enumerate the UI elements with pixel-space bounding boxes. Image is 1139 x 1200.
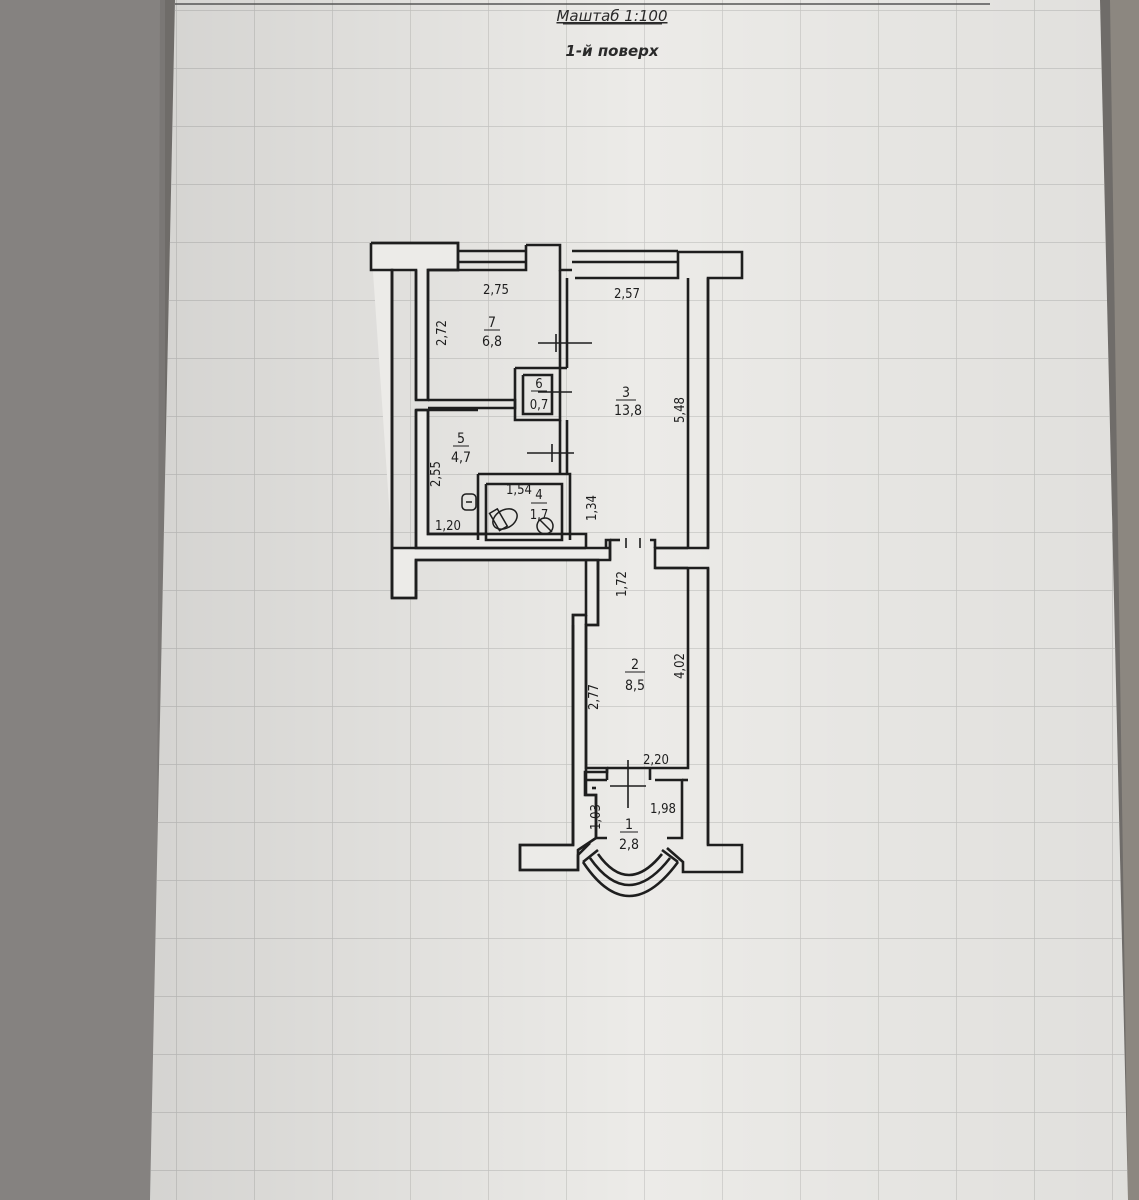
room-3-area: 13,8	[614, 403, 642, 419]
room-1-area: 2,8	[619, 837, 639, 853]
dim-2-57: 2,57	[614, 287, 640, 302]
dim-2-77: 2,77	[587, 684, 602, 710]
table-edge	[1110, 0, 1139, 1200]
shower-icon	[536, 517, 554, 535]
room-1-number: 1	[625, 817, 633, 833]
left-page-sheet	[0, 0, 160, 1200]
room-4-number: 4	[535, 488, 542, 503]
dim-4-02: 4,02	[673, 653, 688, 679]
dim-2-20: 2,20	[643, 753, 669, 768]
room-4-area: 1,7	[530, 508, 549, 523]
room-5-number: 5	[457, 431, 465, 447]
room-6-number: 6	[535, 377, 542, 392]
wall-thick	[390, 270, 710, 845]
room-2-area: 8,5	[625, 678, 645, 694]
paper-shading	[150, 0, 1128, 1200]
room-3-number: 3	[622, 385, 630, 401]
toilet-icon	[488, 507, 518, 532]
dim-5-48: 5,48	[673, 397, 688, 423]
room-6-area: 0,7	[530, 398, 549, 413]
sink-icon	[461, 493, 477, 511]
dim-1-54: 1,54	[506, 483, 532, 498]
room-5-area: 4,7	[451, 450, 471, 466]
door-marks	[527, 334, 646, 808]
floor-label: 1-й поверх	[565, 42, 659, 60]
dim-1-98: 1,98	[650, 802, 676, 817]
dim-1-03: 1,03	[589, 804, 604, 830]
dim-2-55: 2,55	[429, 461, 444, 487]
dim-2-72: 2,72	[435, 320, 450, 346]
room-2-number: 2	[631, 657, 639, 673]
dim-1-72: 1,72	[615, 571, 630, 597]
dim-2-75: 2,75	[483, 283, 509, 298]
dim-1-34: 1,34	[585, 495, 600, 521]
dim-1-20: 1,20	[435, 519, 461, 534]
room-7-number: 7	[488, 315, 496, 331]
room-7-area: 6,8	[482, 334, 502, 350]
scale-label: Маштаб 1:100	[556, 7, 667, 25]
